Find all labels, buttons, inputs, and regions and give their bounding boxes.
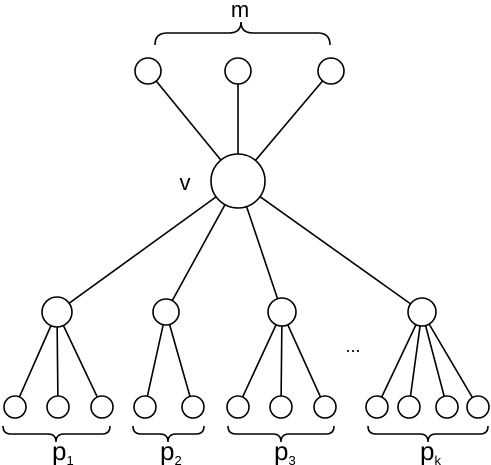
pk-leaf-node (397, 395, 421, 419)
p1-root-node (41, 296, 73, 328)
label-pk: pk (420, 436, 441, 465)
edge-pk (421, 311, 479, 408)
braces (2, 21, 489, 443)
edge-pk (408, 311, 423, 408)
brace-p1 (2, 425, 111, 443)
edge-p3 (237, 311, 283, 408)
center-node-v (210, 153, 266, 209)
label-m: m (231, 0, 249, 22)
edges (14, 70, 479, 408)
p1-leaf-node (3, 395, 27, 419)
edge-p1 (56, 311, 59, 408)
edge-v-to-p1-root (56, 180, 239, 313)
p1-leaf-node (90, 395, 114, 419)
label-v: v (180, 170, 191, 195)
label-p1: p1 (52, 436, 74, 465)
edge-v-to-pk-root (237, 180, 423, 313)
label-p3-sub: 3 (288, 453, 295, 465)
edge-p2 (165, 311, 194, 408)
p3-leaf-node (226, 395, 250, 419)
label-p2-sub: 2 (174, 453, 181, 465)
label-p2: p2 (160, 436, 182, 465)
edge-p1 (56, 311, 103, 408)
pk-leaf-node (365, 395, 389, 419)
edge-p3 (280, 311, 283, 408)
brace-p3 (227, 425, 335, 443)
label-pk-sub: k (434, 453, 441, 465)
brace-p2 (132, 425, 205, 443)
label-pk-base: p (420, 436, 434, 465)
label-p1-sub: 1 (66, 453, 73, 465)
brace-pk (367, 425, 489, 443)
label-p1-base: p (52, 436, 66, 465)
p2-leaf-node (181, 395, 205, 419)
edge-pk (421, 311, 448, 408)
label-p2-base: p (160, 436, 174, 465)
pk-leaf-node (435, 395, 459, 419)
p1-leaf-node (46, 395, 70, 419)
top-node-middle (224, 57, 252, 85)
p2-leaf-node (133, 395, 157, 419)
pk-leaf-node (466, 395, 490, 419)
edge-p1 (14, 311, 58, 408)
nodes (3, 57, 490, 419)
top-node-right (317, 57, 345, 85)
edge-p3 (281, 311, 326, 408)
p2-root-node (152, 298, 180, 326)
labels: m v ... p1 p2 p3 pk (52, 0, 441, 465)
p3-leaf-node (313, 395, 337, 419)
ellipsis: ... (345, 336, 360, 356)
label-p3-base: p (274, 436, 288, 465)
p3-leaf-node (269, 395, 293, 419)
p3-root-node (267, 297, 297, 327)
edge-p2 (144, 311, 167, 408)
label-p3: p3 (274, 436, 296, 465)
edge-pk (376, 311, 423, 408)
top-brace (154, 21, 331, 46)
pk-root-node (407, 297, 437, 327)
top-node-left (134, 57, 162, 85)
